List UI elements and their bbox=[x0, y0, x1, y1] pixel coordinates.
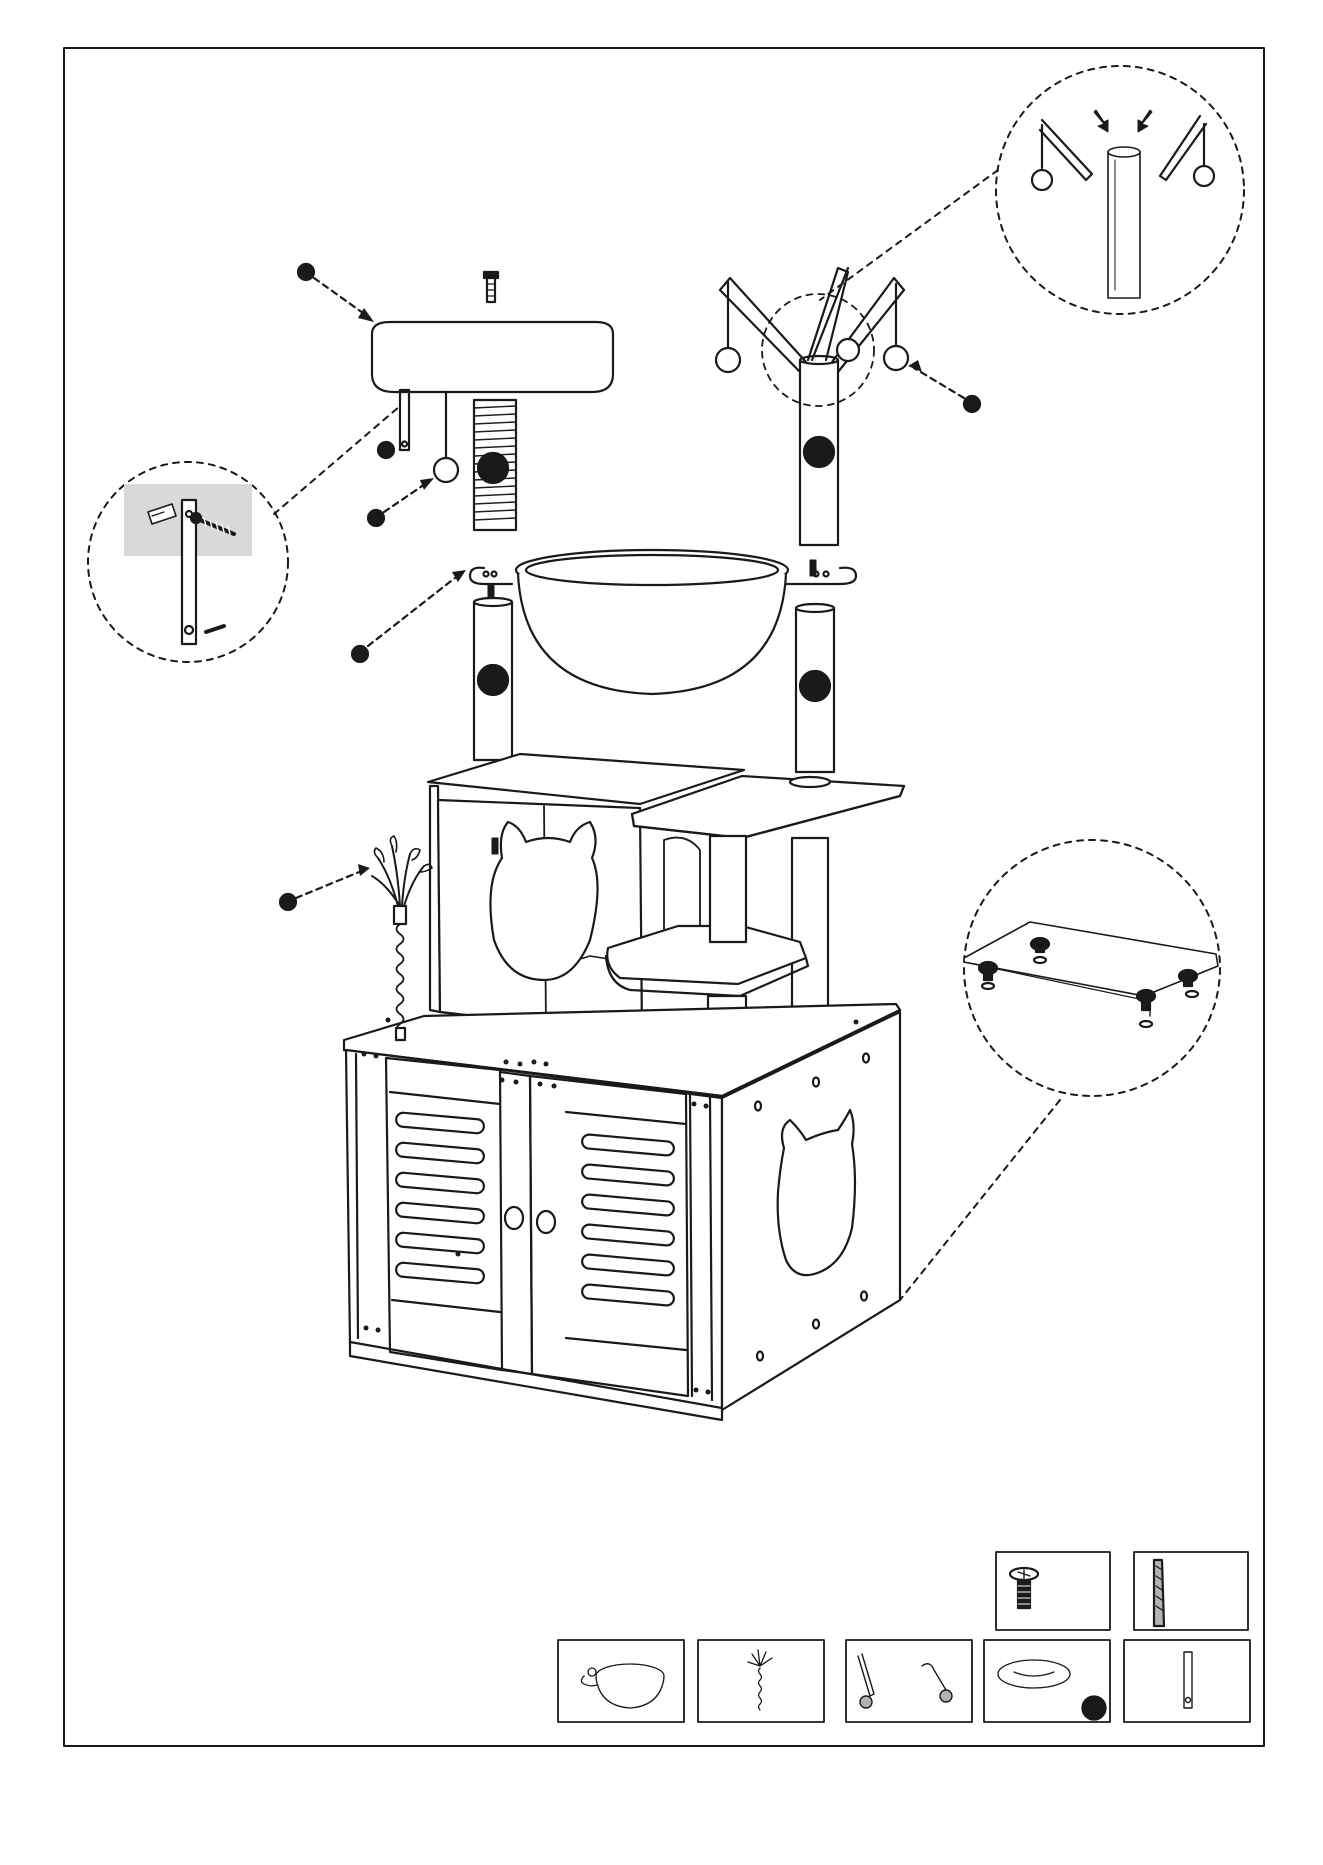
right-post-dot bbox=[800, 671, 830, 701]
cat-hole-base-side bbox=[778, 1110, 855, 1275]
feather-spring-toy bbox=[372, 836, 432, 1040]
feather-toy-marker bbox=[280, 894, 296, 910]
cushion-part bbox=[984, 1640, 1110, 1722]
hanger-bar-marker bbox=[378, 442, 394, 458]
spring-toy-part bbox=[846, 1640, 972, 1722]
hanger-bar-detail bbox=[88, 462, 288, 662]
feather-icon bbox=[748, 1650, 772, 1710]
basket-level bbox=[470, 550, 856, 772]
parts-table bbox=[558, 1552, 1250, 1722]
post-label-dot bbox=[478, 453, 508, 483]
feather-toy-part bbox=[698, 1640, 824, 1722]
bowl-icon bbox=[581, 1664, 664, 1708]
spring-ball-marker bbox=[964, 396, 980, 412]
base-cabinet bbox=[344, 1004, 900, 1420]
anchor-icon bbox=[1154, 1560, 1164, 1626]
hanger-bar-part bbox=[1124, 1640, 1250, 1722]
left-post-dot bbox=[478, 665, 508, 695]
hanging-ball-marker bbox=[368, 510, 384, 526]
wand-post-assembly bbox=[716, 268, 908, 545]
bolt-part bbox=[996, 1552, 1110, 1630]
wand-post-dot bbox=[804, 437, 834, 467]
right-door-knob[interactable] bbox=[537, 1211, 555, 1233]
cat-hole-upper bbox=[490, 822, 597, 980]
top-cushion-assembly bbox=[372, 272, 613, 530]
basket-marker bbox=[352, 646, 368, 662]
wall-anchor-part bbox=[1134, 1552, 1248, 1630]
basket-part bbox=[558, 1640, 684, 1722]
cushion-icon bbox=[998, 1660, 1106, 1720]
cushion-marker bbox=[298, 264, 314, 280]
feet-detail bbox=[964, 840, 1220, 1096]
left-door-knob[interactable] bbox=[505, 1207, 523, 1229]
bolt-icon bbox=[1010, 1568, 1038, 1608]
wand-insert-detail bbox=[996, 66, 1244, 314]
bar-icon bbox=[1184, 1652, 1192, 1708]
spring-icon bbox=[858, 1654, 952, 1708]
